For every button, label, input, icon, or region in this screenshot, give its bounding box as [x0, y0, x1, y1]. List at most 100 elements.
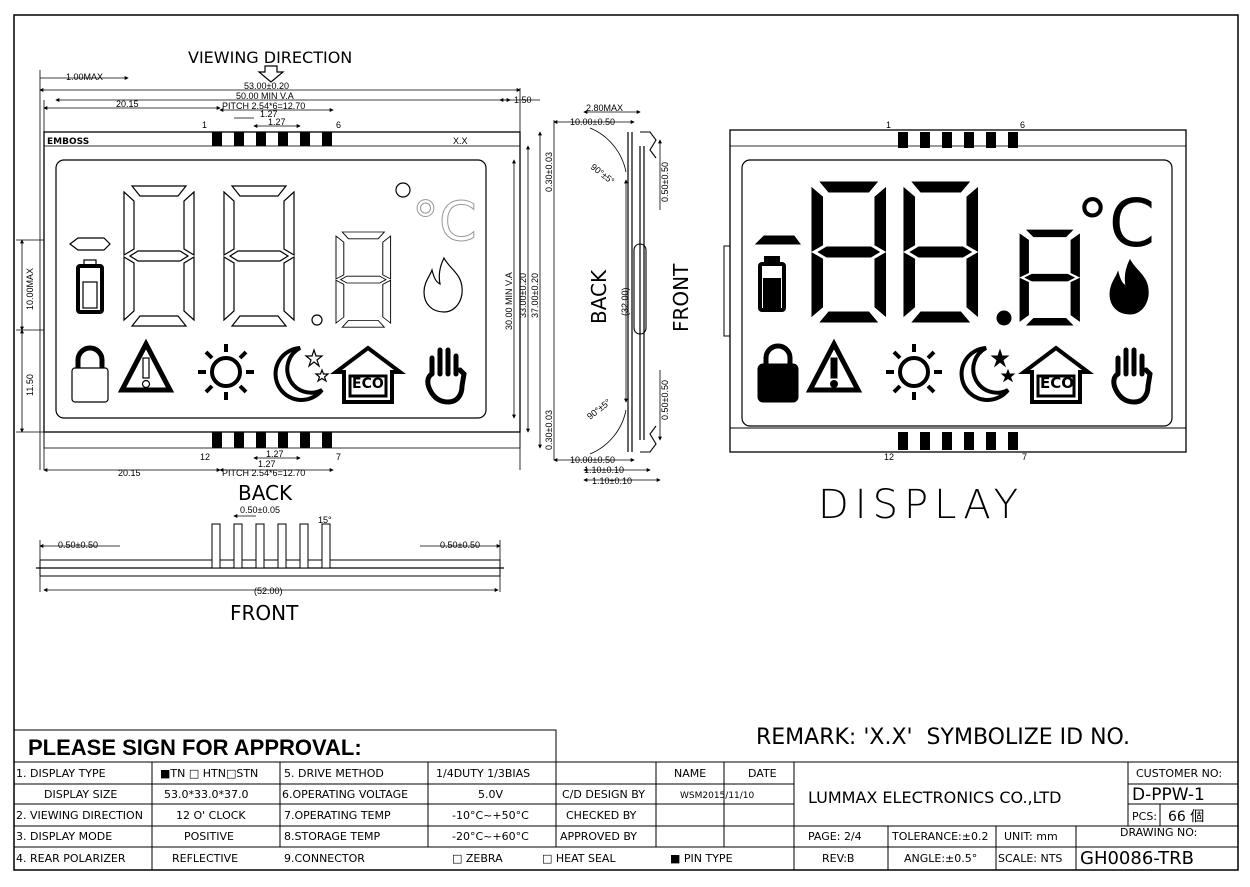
back-view: VIEWING DIRECTION 1.00MAX 53.00±0.20 50.… [16, 48, 542, 505]
drawing-no: GH0086-TRB [1080, 848, 1194, 869]
dim-2015-top: 20.15 [116, 99, 139, 109]
disp-pin-6: 6 [1020, 120, 1025, 130]
dim-2015-bot: 20.15 [118, 468, 141, 478]
pcs-label: PCS: [1132, 810, 1157, 823]
drawing-no-label: DRAWING NO: [1120, 826, 1197, 839]
r1c7: DATE [748, 767, 777, 780]
title-block-text: PLEASE SIGN FOR APPROVAL: 1. DISPLAY TYP… [16, 735, 1222, 869]
front-label: FRONT [230, 601, 299, 625]
company-name: LUMMAX ELECTRONICS CO.,LTD [808, 788, 1061, 807]
xx-label: X.X [453, 136, 468, 146]
r2c3: 6.OPERATING VOLTAGE [282, 788, 408, 801]
side-profile: 2.80MAX 10.00±0.50 0.30±0.03 0.30±0.03 0… [544, 103, 693, 486]
dim-37: 37.00±0.20 [530, 273, 540, 318]
title-block [13, 729, 1238, 870]
dim-127-b: 1.27 [268, 117, 286, 127]
unit: UNIT: mm [1004, 830, 1058, 843]
sheet-border [13, 14, 1239, 871]
tolerance: TOLERANCE:±0.2 [891, 830, 988, 843]
viewing-arrow-icon [257, 65, 285, 83]
r2c1: DISPLAY SIZE [44, 788, 117, 801]
r5c1: 4. REAR POLARIZER [16, 852, 126, 865]
pin-1-label: 1 [202, 120, 207, 130]
r1c4: 1/4DUTY 1/3BIAS [436, 767, 530, 780]
dim-1-00max: 1.00MAX [66, 72, 103, 82]
side-front-label: FRONT [669, 263, 693, 332]
dim-90-bot: 90°±5° [585, 397, 613, 422]
viewing-direction-label: VIEWING DIRECTION [188, 48, 352, 67]
display-view: 1 6 12 7 °C ECO DISPLAY [723, 120, 1187, 528]
r2c2: 53.0*33.0*37.0 [164, 788, 248, 801]
r4c4: -20°C~+60°C [452, 830, 529, 843]
r3c1: 2. VIEWING DIRECTION [16, 809, 143, 822]
r3c2: 12 O' CLOCK [176, 809, 246, 822]
dim-pitch-top: PITCH 2.54*6=12.70 [222, 101, 305, 111]
r1c6: NAME [674, 767, 706, 780]
display-label: DISPLAY [818, 482, 1024, 528]
front-profile: 0.50±0.05 15° 0.50±0.50 0.50±0.50 (52.00… [36, 505, 504, 625]
disp-pin-12: 12 [884, 452, 894, 462]
r5c3: 9.CONNECTOR [284, 852, 365, 865]
disp-pin-1: 1 [886, 120, 891, 130]
dim-53: 53.00±0.20 [244, 81, 289, 91]
pins-bottom [212, 432, 332, 448]
r3c4: -10°C~+50°C [452, 809, 529, 822]
dim-pin-050: 0.50±0.05 [240, 505, 280, 515]
approval-title: PLEASE SIGN FOR APPROVAL: [28, 735, 362, 760]
dim-110-a: 1.10±0.10 [584, 465, 624, 475]
pcs-value: 66 個 [1168, 809, 1204, 825]
r5-pin: ■ PIN TYPE [670, 852, 733, 865]
pin-12-label: 12 [200, 452, 210, 462]
r2c6: WSM2015/11/10 [680, 791, 755, 801]
dim-110-b: 1.10±0.10 [592, 476, 632, 486]
r3c3: 7.OPERATING TEMP [284, 809, 391, 822]
lcd-segments [754, 181, 1150, 402]
dim-90-top: 90°±5° [589, 162, 617, 187]
dim-050-top: 0.50±0.50 [660, 162, 670, 202]
angle: ANGLE:±0.5° [904, 852, 977, 865]
dim-15deg: 15° [318, 515, 332, 525]
rev: REV:B [822, 852, 854, 865]
back-eco: ECO [352, 376, 384, 392]
scale: SCALE: NTS [998, 852, 1062, 865]
r2c4: 5.0V [478, 788, 503, 801]
r4c5: APPROVED BY [560, 830, 637, 843]
emboss-label: EMBOSS [47, 137, 89, 147]
page-no: PAGE: 2/4 [808, 830, 862, 843]
dim-030-top: 0.30±0.03 [544, 152, 554, 192]
dim-32: (32.00) [620, 287, 630, 316]
pin-7-label: 7 [336, 452, 341, 462]
dim-50va: 50.00 MIN V.A [236, 91, 294, 101]
dim-52: (52.00) [254, 586, 283, 596]
remark-text: REMARK: 'X.X' SYMBOLIZE ID NO. [756, 725, 1130, 750]
r1c3: 5. DRIVE METHOD [284, 767, 384, 780]
pins-top [212, 132, 332, 146]
r2c5: C/D DESIGN BY [562, 788, 645, 801]
r1c1: 1. DISPLAY TYPE [16, 767, 106, 780]
lcd-eco: ECO [1040, 374, 1074, 392]
r4c3: 8.STORAGE TEMP [284, 830, 381, 843]
dim-33: 33.00±0.20 [518, 273, 528, 318]
dim-050-bot: 0.50±0.50 [660, 380, 670, 420]
dim-10max: 10.00MAX [25, 268, 35, 310]
dim-127-c: 1.27 [266, 449, 284, 459]
disp-pin-7: 7 [1022, 452, 1027, 462]
side-back-label: BACK [587, 269, 611, 324]
r5-heat: □ HEAT SEAL [542, 852, 616, 865]
r3c5: CHECKED BY [566, 809, 637, 822]
dim-pitch-bot: PITCH 2.54*6=12.70 [222, 468, 305, 478]
dim-150: 1.50 [514, 95, 532, 105]
dim-127-a: 1.27 [260, 109, 278, 119]
dim-280: 2.80MAX [586, 103, 623, 113]
back-label: BACK [238, 481, 293, 505]
customer-no-label: CUSTOMER NO: [1136, 767, 1222, 780]
dim-10-top: 10.00±0.50 [570, 117, 615, 127]
lcd-unit: °C [1076, 185, 1155, 262]
customer-no: D-PPW-1 [1132, 785, 1205, 805]
r1c2: ■TN □ HTN□STN [160, 767, 258, 780]
dim-050-left: 0.50±0.50 [58, 540, 98, 550]
dim-030-bot: 0.30±0.03 [544, 410, 554, 450]
dim-1150: 11.50 [25, 374, 35, 396]
r5-zebra: □ ZEBRA [452, 852, 503, 865]
